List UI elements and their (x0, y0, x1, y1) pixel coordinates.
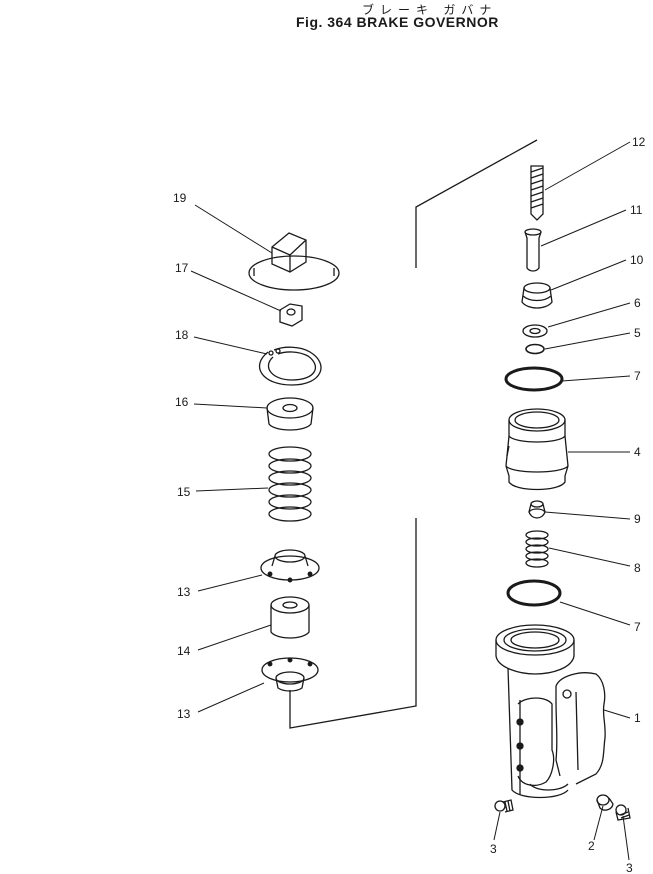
part-10-cap (521, 282, 553, 309)
leader-lines (190, 141, 631, 861)
part-14-sleeve (270, 596, 310, 639)
callout-1: 1 (634, 711, 641, 725)
callout-3-left: 3 (490, 842, 497, 856)
callout-3-right: 3 (626, 861, 633, 874)
part-17-nut (279, 303, 303, 327)
callout-18: 18 (175, 328, 189, 342)
callout-17: 17 (175, 261, 189, 275)
callout-labels: 19 17 18 16 15 13 14 13 12 11 10 6 5 7 4… (173, 135, 646, 874)
callout-19: 19 (173, 191, 187, 205)
part-9-valve (528, 500, 546, 519)
part-8-spring (525, 530, 549, 568)
callout-9: 9 (634, 512, 641, 526)
part-5-o-ring (525, 343, 545, 355)
part-7-o-ring-lower (506, 579, 562, 607)
part-1-governor-body (495, 624, 606, 799)
figure-title-japanese: ブレーキ ガバナ (362, 3, 498, 17)
assembly-bracket-lines (289, 139, 538, 729)
part-13-seat-upper (260, 549, 320, 583)
callout-13-upper: 13 (177, 585, 191, 599)
callout-7-lower: 7 (634, 620, 641, 634)
callout-6: 6 (634, 296, 641, 310)
part-12-adjusting-screw (530, 165, 544, 221)
part-3-plug-left (494, 799, 514, 813)
callout-12: 12 (632, 135, 646, 149)
part-6-washer (522, 324, 548, 338)
callout-10: 10 (630, 253, 644, 267)
callout-5: 5 (634, 326, 641, 340)
callout-7-upper: 7 (634, 369, 641, 383)
callout-14: 14 (177, 644, 191, 658)
part-7-o-ring-upper (504, 366, 564, 392)
part-2-plug (596, 794, 614, 811)
callout-4: 4 (634, 445, 641, 459)
callout-15: 15 (177, 485, 191, 499)
part-13-seat-lower (261, 657, 319, 692)
callout-11: 11 (630, 203, 643, 217)
part-15-spring (268, 446, 312, 522)
figure-title: Fig. 364 BRAKE GOVERNOR (296, 14, 499, 30)
callout-16: 16 (175, 395, 189, 409)
part-3-plug-right (615, 804, 631, 821)
part-4-piston-sleeve (505, 408, 569, 491)
part-18-snap-ring (258, 346, 322, 386)
callout-13-lower: 13 (177, 707, 191, 721)
callout-8: 8 (634, 561, 641, 575)
part-16-retainer (266, 397, 314, 431)
part-11-pin (524, 228, 542, 272)
part-19-cap (248, 232, 340, 291)
callout-2: 2 (588, 839, 595, 853)
